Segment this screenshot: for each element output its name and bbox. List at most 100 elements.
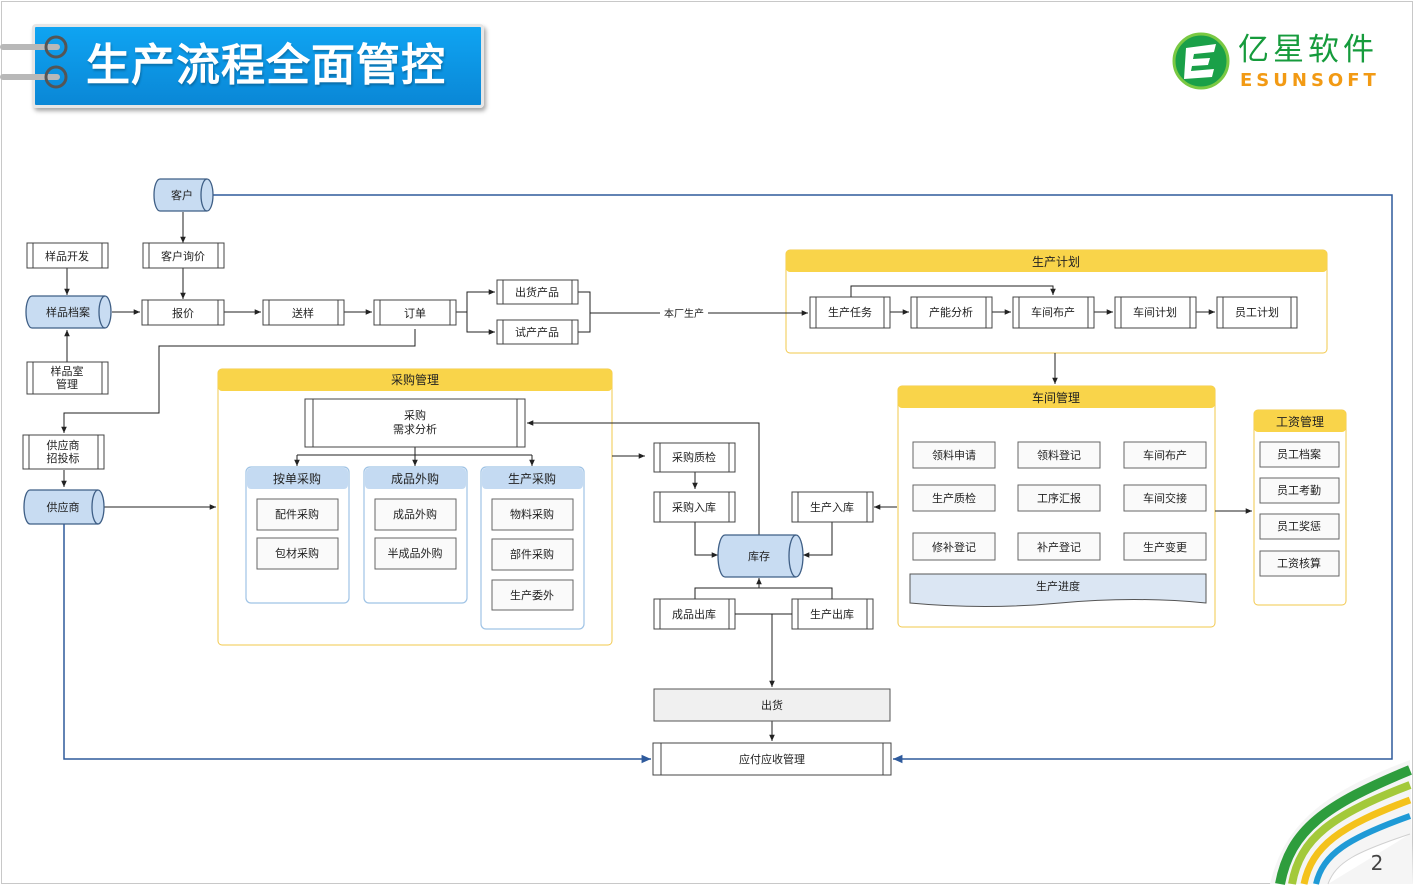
node-payroll-item-1: 员工考勤: [1259, 477, 1340, 504]
binder-rings-icon: [0, 35, 68, 89]
node-sample-room-label-1: 样品室: [51, 364, 84, 378]
node-ship-product-label: 出货产品: [515, 285, 559, 299]
node-send-sample: 送样: [262, 299, 345, 326]
node-payroll-item-3-label: 工资核算: [1277, 556, 1321, 570]
node-finished-out: 成品出库: [653, 598, 736, 630]
node-production-progress-label: 生产进度: [1036, 579, 1080, 593]
edge-customer-arap: [213, 194, 1393, 764]
node-payroll-item-1-label: 员工考勤: [1277, 484, 1321, 497]
node-workshop-item-5: 车间交接: [1123, 484, 1207, 512]
node-workshop-item-0-label: 领料申请: [932, 448, 976, 462]
node-payroll-item-0-label: 员工档案: [1277, 447, 1321, 461]
subgroup-title-outsourcing: 成品外购: [391, 471, 439, 486]
node-workshop-item-1-label: 领料登记: [1037, 448, 1081, 462]
node-sample-dev-label: 样品开发: [45, 249, 89, 263]
node-workshop-item-3-label: 生产质检: [932, 491, 976, 505]
node-plan-capacity: 产能分析: [910, 296, 993, 329]
node-workshop-item-8: 生产变更: [1123, 532, 1207, 561]
edge-purchasein-inventory: [694, 522, 718, 558]
node-purchase-in-label: 采购入库: [672, 500, 716, 514]
edge-order-shipproduct: [456, 289, 495, 313]
node-workshop-item-6-label: 修补登记: [932, 540, 976, 554]
node-workshop-item-0: 领料申请: [912, 441, 996, 469]
node-plan-staff-label: 员工计划: [1235, 306, 1279, 319]
node-payroll-item-2-label: 员工奖惩: [1277, 519, 1321, 533]
node-workshop-item-6: 修补登记: [912, 532, 996, 561]
node-payroll-item-3: 工资核算: [1259, 550, 1340, 577]
edge-inventory-demand: [527, 420, 760, 535]
node-sample-archive: 样品档案: [25, 295, 112, 329]
node-parts-purchase: 配件采购: [256, 498, 339, 531]
node-workshop-item-2-label: 车间布产: [1143, 448, 1187, 462]
node-workshop-item-1: 领料登记: [1017, 441, 1101, 469]
logo-cn-text: 亿星软件: [1238, 32, 1378, 68]
node-production-in-label: 生产入库: [810, 500, 854, 514]
page-number: 2: [1370, 851, 1384, 875]
node-supplier-bid-label-2: 招投标: [47, 451, 80, 465]
node-sample-dev: 样品开发: [26, 242, 109, 269]
esunsoft-e-icon: [1172, 32, 1230, 90]
logo-en-text: ESUNSOFT: [1240, 70, 1380, 91]
node-customer: 客户: [153, 178, 214, 212]
edge-label-own-factory: 本厂生产: [664, 307, 704, 320]
node-material-purchase-label: 物料采购: [510, 507, 554, 521]
node-purchase-qc-label: 采购质检: [672, 450, 716, 464]
node-plan-task: 生产任务: [809, 296, 891, 329]
node-component-purchase: 部件采购: [491, 538, 574, 571]
node-semi-outsourcing: 半成品外购: [374, 537, 457, 570]
node-workshop-item-8-label: 生产变更: [1143, 540, 1187, 554]
binder-ring-bottom: [0, 65, 68, 89]
node-semi-outsourcing-label: 半成品外购: [388, 546, 443, 560]
node-purchase-demand: 采购 需求分析: [304, 398, 526, 448]
node-purchase-demand-label-2: 需求分析: [393, 422, 437, 436]
edge-outbound-join: [735, 613, 792, 642]
node-quote: 报价: [141, 299, 225, 326]
node-purchase-in: 采购入库: [653, 491, 736, 523]
edge-order-supplierbid: [61, 329, 416, 433]
node-production-in: 生产入库: [791, 491, 874, 523]
node-customer-inquiry-label: 客户询价: [161, 249, 205, 263]
node-finished-outsourcing-label: 成品外购: [393, 507, 437, 521]
edge-products-merge: [578, 291, 591, 333]
group-title-workshop-mgmt: 车间管理: [1032, 390, 1080, 405]
node-finished-outsourcing: 成品外购: [374, 498, 457, 531]
node-workshop-item-7: 补产登记: [1017, 532, 1101, 561]
node-plan-workshop: 车间计划: [1114, 296, 1197, 329]
title-banner: [32, 24, 484, 108]
node-subcontract: 生产委外: [491, 579, 574, 611]
node-order-label: 订单: [404, 307, 426, 320]
subgroup-title-order-purchase: 按单采购: [273, 471, 321, 486]
node-supplier: 供应商: [23, 489, 105, 525]
node-production-progress: 生产进度: [909, 573, 1207, 607]
node-packaging-purchase-label: 包材采购: [275, 546, 319, 560]
node-workshop-item-4-label: 工序汇报: [1037, 491, 1081, 505]
page-title: 生产流程全面管控: [86, 40, 446, 91]
diagram-blue-edges: [63, 194, 1393, 764]
node-send-sample-label: 送样: [292, 306, 314, 320]
node-customer-label: 客户: [171, 188, 193, 202]
subgroup-outsourcing: 成品外购: [363, 466, 468, 604]
edge-task-layout-bypass: [850, 285, 1056, 297]
node-material-purchase: 物料采购: [491, 498, 574, 531]
group-title-purchase-mgmt: 采购管理: [391, 372, 439, 387]
edge-prodin-inventory: [803, 522, 833, 558]
node-plan-task-label: 生产任务: [828, 305, 872, 319]
node-payroll-item-0: 员工档案: [1259, 441, 1340, 468]
node-trial-product-label: 试产产品: [515, 325, 559, 339]
node-purchase-qc: 采购质检: [653, 442, 736, 473]
node-plan-workshop-label: 车间计划: [1133, 305, 1177, 319]
node-quote-label: 报价: [172, 306, 194, 320]
node-plan-layout-label: 车间布产: [1031, 305, 1075, 319]
node-workshop-item-3: 生产质检: [912, 484, 996, 512]
subgroup-title-prod-purchase: 生产采购: [508, 471, 556, 486]
node-workshop-item-2: 车间布产: [1123, 441, 1207, 469]
node-sample-room: 样品室 管理: [26, 361, 109, 395]
node-order: 订单: [373, 299, 457, 326]
node-plan-layout: 车间布产: [1012, 296, 1095, 329]
node-shipping: 出货: [653, 688, 891, 722]
node-parts-purchase-label: 配件采购: [275, 507, 319, 521]
node-plan-staff: 员工计划: [1216, 296, 1298, 329]
